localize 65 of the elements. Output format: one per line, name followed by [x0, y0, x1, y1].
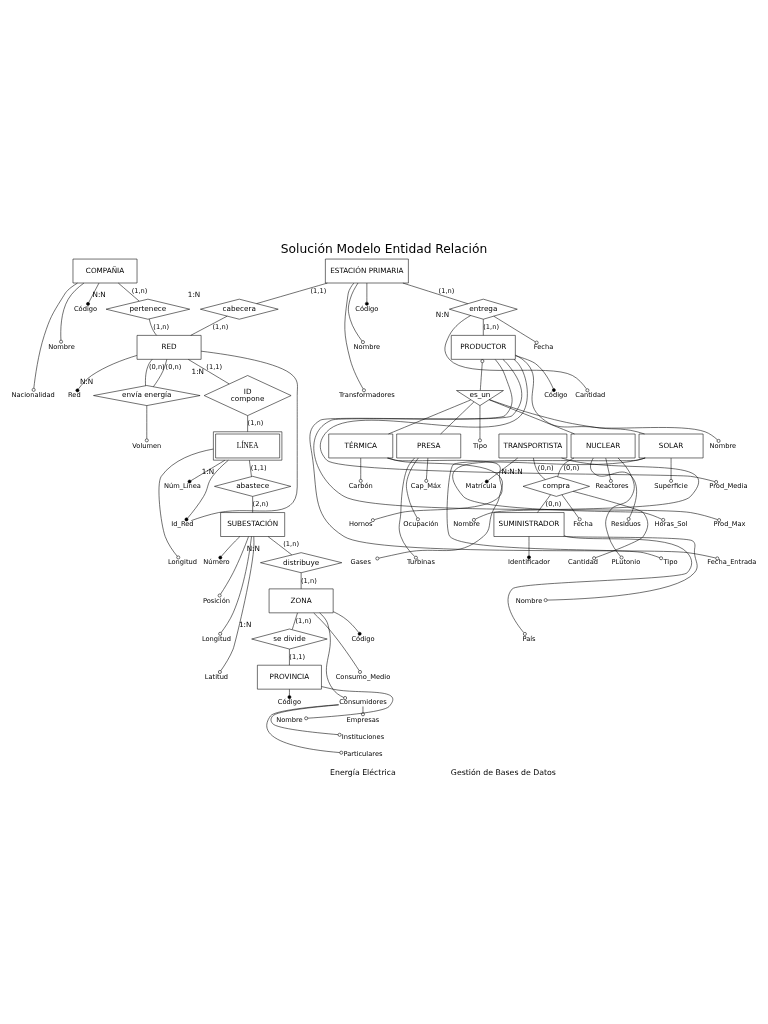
connector	[218, 536, 252, 636]
connector	[313, 359, 721, 522]
connector	[31, 282, 78, 392]
connector	[527, 536, 531, 560]
connector	[489, 399, 645, 435]
connector	[144, 405, 149, 443]
connector	[319, 612, 347, 700]
diagram-title: Solución Modelo Entidad Relación	[280, 242, 488, 257]
connector	[406, 457, 420, 522]
connector	[444, 315, 590, 393]
connector	[605, 457, 613, 483]
connector	[287, 689, 292, 699]
connector	[313, 612, 362, 674]
connector	[515, 354, 721, 443]
connector	[320, 359, 718, 484]
connector	[266, 704, 344, 755]
connector	[452, 457, 666, 522]
connector	[348, 282, 365, 344]
connector	[304, 686, 394, 721]
connector	[218, 536, 241, 560]
connector	[188, 359, 230, 385]
connector	[605, 457, 635, 560]
connector	[484, 457, 518, 484]
connector	[533, 457, 546, 480]
connector	[446, 457, 663, 561]
connector	[375, 457, 503, 561]
connector	[388, 399, 472, 435]
connector	[371, 457, 503, 522]
connector	[572, 491, 649, 560]
connector	[187, 460, 226, 484]
connector	[424, 457, 429, 483]
connector	[217, 536, 249, 598]
connector	[493, 315, 539, 345]
connector	[252, 496, 253, 513]
connector	[488, 399, 575, 435]
connector	[190, 315, 228, 336]
connector	[256, 282, 328, 304]
connector	[358, 457, 363, 483]
connector	[478, 405, 482, 443]
connector	[590, 457, 637, 521]
connector	[309, 359, 720, 561]
connector	[361, 706, 365, 717]
connector	[218, 536, 255, 674]
connector	[267, 536, 293, 556]
connector	[557, 457, 575, 477]
connector	[59, 282, 85, 344]
connector	[344, 282, 366, 393]
connector	[402, 282, 469, 304]
connector	[472, 457, 699, 522]
connector	[507, 535, 692, 636]
connector	[561, 494, 582, 522]
connector	[184, 460, 229, 522]
connector	[543, 535, 698, 602]
connector	[398, 457, 418, 560]
connector	[440, 401, 475, 435]
connector	[365, 282, 369, 306]
connector	[158, 448, 214, 560]
connector	[669, 457, 673, 483]
connector	[270, 704, 342, 737]
connector	[537, 494, 551, 513]
connector	[86, 282, 100, 306]
connector	[480, 359, 485, 391]
connector	[75, 355, 138, 393]
connector	[333, 611, 362, 636]
connector	[190, 350, 298, 521]
